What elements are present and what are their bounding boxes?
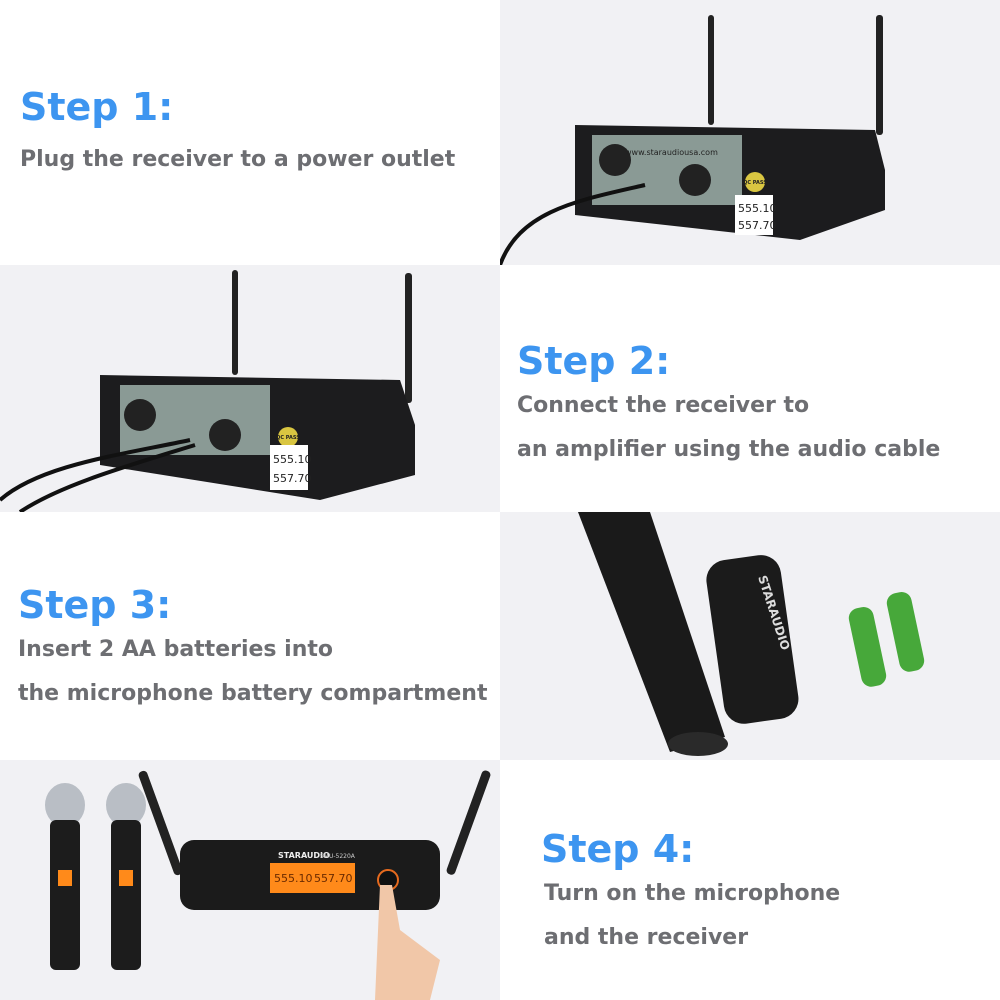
step-1-text: Step 1: Plug the receiver to a power out… xyxy=(20,88,455,182)
display-a: 555.10 xyxy=(274,872,313,885)
freq-label-a: 555.10 xyxy=(273,453,312,466)
qc-badge-label: QC PASS xyxy=(743,180,767,186)
step-4-title: Step 4: xyxy=(541,827,695,871)
step-1-title: Step 1: xyxy=(20,85,174,129)
display-b: 557.70 xyxy=(314,872,353,885)
brand-label: STARAUDIO xyxy=(278,851,330,860)
model-label: SMU-5220A xyxy=(320,853,356,860)
freq-label-b: 557.70 xyxy=(738,219,777,232)
step-3-text: Step 3: Insert 2 AA batteries into the m… xyxy=(18,586,487,716)
website-label: www.staraudiousa.com xyxy=(625,148,718,157)
step-1-image-receiver-rear: www.staraudiousa.com QC PASS 555.10 557.… xyxy=(500,0,1000,265)
step-3-line-1: Insert 2 AA batteries into xyxy=(18,637,334,662)
step-1-line-1: Plug the receiver to a power outlet xyxy=(20,147,456,172)
step-2-line-2: an amplifier using the audio cable xyxy=(517,437,941,462)
step-4-line-2: and the receiver xyxy=(544,925,749,950)
step-4-line-1: Turn on the microphone xyxy=(544,881,841,906)
freq-label-a: 555.10 xyxy=(738,202,777,215)
step-4-image-mics-receiver: STARAUDIO SMU-5220A 555.10 557.70 xyxy=(0,760,500,1000)
step-3-image-batteries: STARAUDIO xyxy=(500,512,1000,760)
qc-badge-label: QC PASS xyxy=(276,435,300,441)
step-3-line-2: the microphone battery compartment xyxy=(18,681,488,706)
freq-label-b: 557.70 xyxy=(273,472,312,485)
step-4-text: Step 4: Turn on the microphone and the r… xyxy=(541,830,840,960)
step-2-line-1: Connect the receiver to xyxy=(517,393,810,418)
step-3-title: Step 3: xyxy=(18,583,172,627)
step-2-text: Step 2: Connect the receiver to an ampli… xyxy=(517,342,940,472)
step-2-image-receiver-cable: QC PASS 555.10 557.70 xyxy=(0,265,500,512)
step-2-title: Step 2: xyxy=(517,339,671,383)
